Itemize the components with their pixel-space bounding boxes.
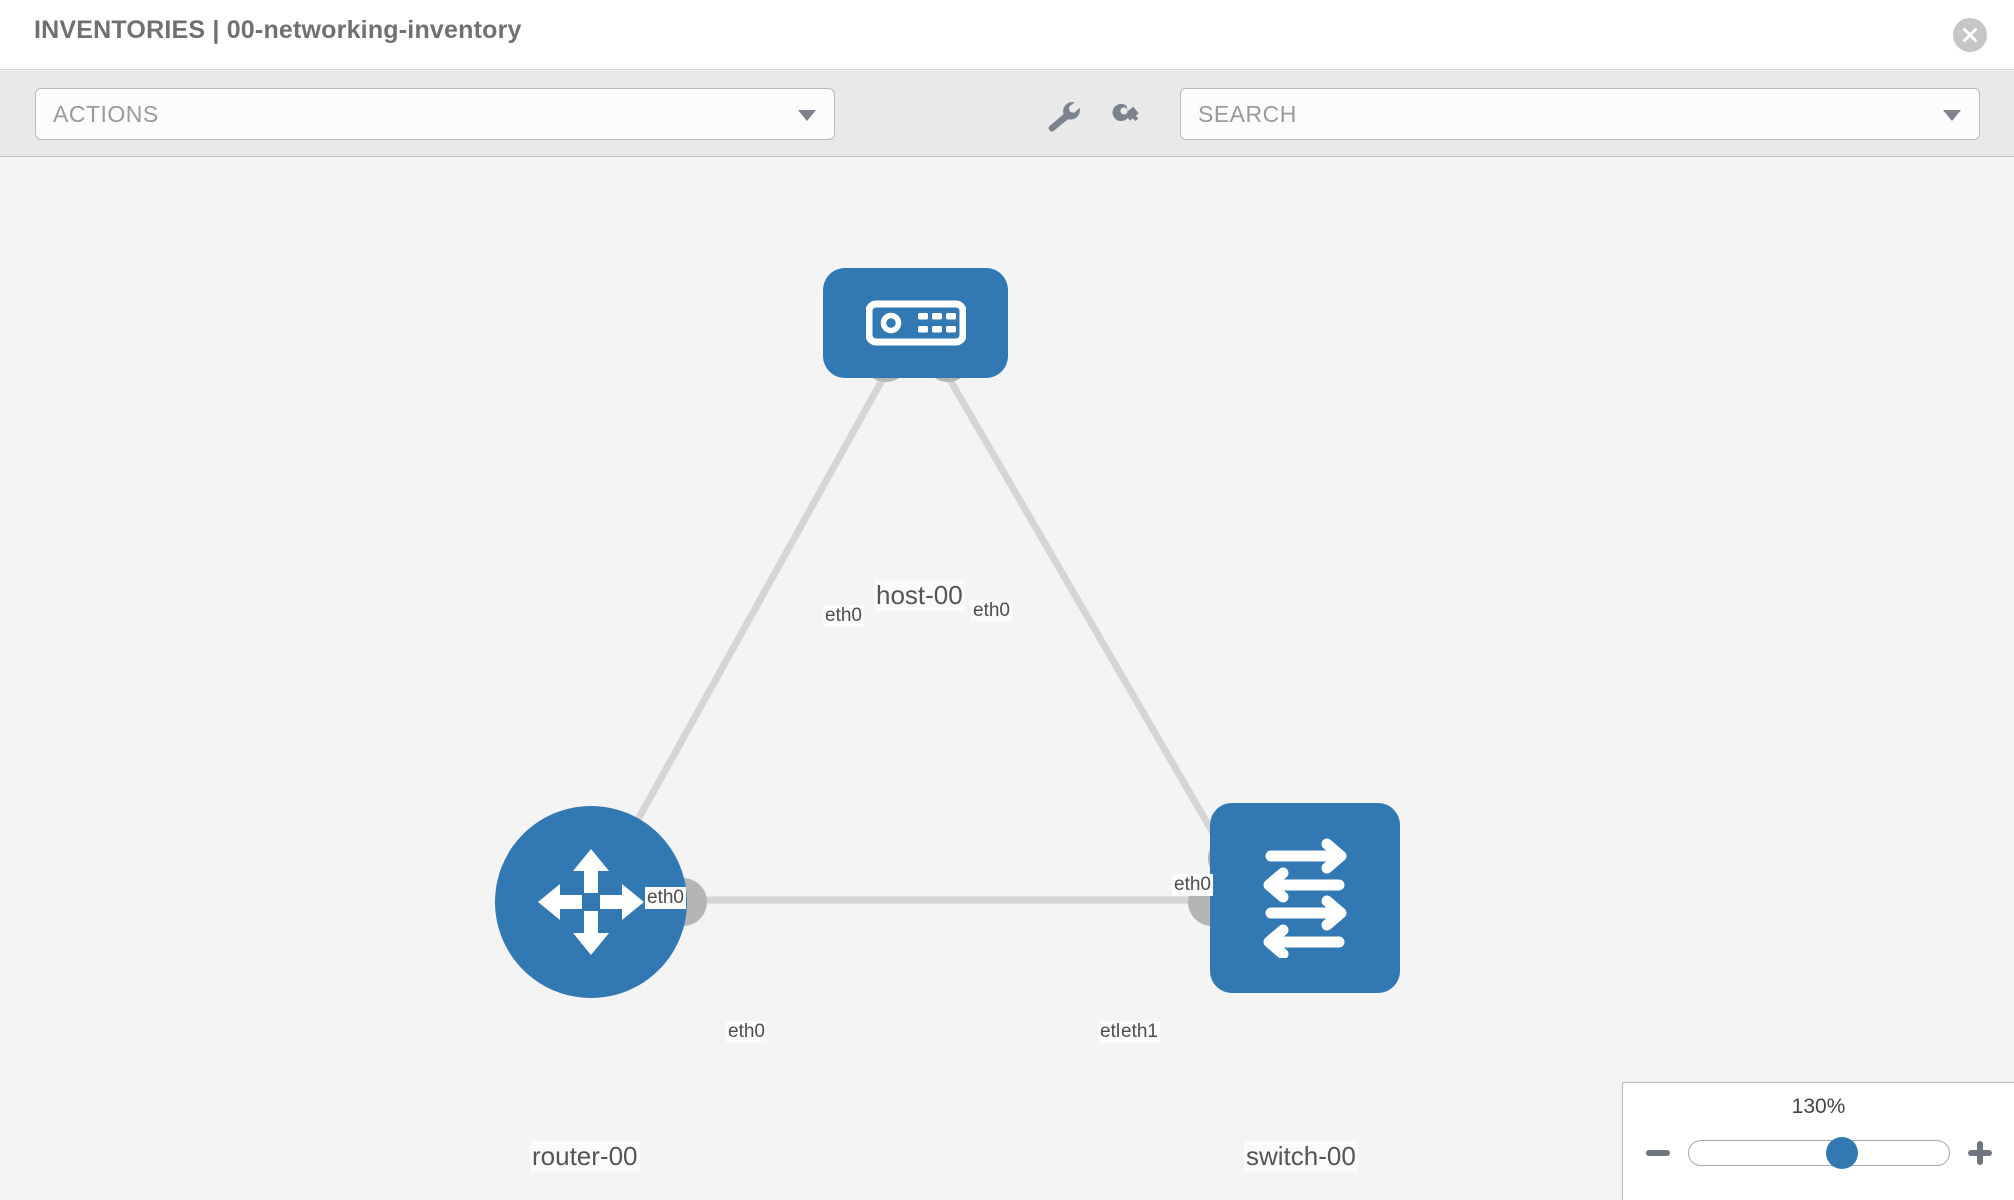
node-host-00[interactable] bbox=[823, 268, 1008, 378]
node-label-host-00: host-00 bbox=[874, 580, 965, 611]
switch-icon bbox=[1263, 838, 1347, 958]
iface-label-router-up: eth0 bbox=[645, 887, 686, 909]
window-header: INVENTORIES | 00-networking-inventory bbox=[0, 0, 2014, 70]
iface-label-host-left: eth0 bbox=[823, 605, 864, 627]
search-placeholder: SEARCH bbox=[1198, 101, 1297, 127]
zoom-panel: 130% bbox=[1622, 1082, 2014, 1200]
search-input[interactable]: SEARCH bbox=[1180, 88, 1980, 140]
actions-dropdown-label: ACTIONS bbox=[53, 101, 159, 127]
iface-label-host-right: eth0 bbox=[971, 600, 1012, 622]
zoom-slider[interactable] bbox=[1687, 1137, 1950, 1169]
topology-canvas[interactable]: host-00 router-00 switch-00 eth0 eth0 et… bbox=[0, 158, 2014, 1200]
page-title: INVENTORIES | 00-networking-inventory bbox=[34, 16, 522, 44]
zoom-out-button[interactable] bbox=[1644, 1139, 1672, 1167]
node-switch-00[interactable] bbox=[1210, 803, 1400, 993]
node-label-switch-00: switch-00 bbox=[1244, 1141, 1358, 1172]
edge-host-switch bbox=[942, 369, 1249, 892]
server-icon bbox=[865, 300, 966, 346]
actions-dropdown[interactable]: ACTIONS bbox=[35, 88, 835, 140]
node-router-00[interactable] bbox=[495, 806, 687, 998]
chevron-down-icon bbox=[798, 110, 816, 121]
close-icon[interactable] bbox=[1953, 18, 1987, 52]
iface-label-switch-left-b: eth1 bbox=[1119, 1021, 1160, 1043]
zoom-slider-thumb[interactable] bbox=[1825, 1137, 1858, 1169]
edge-router-host bbox=[596, 369, 890, 892]
ports bbox=[659, 334, 1256, 926]
iface-label-router-right: eth0 bbox=[726, 1021, 767, 1043]
key-icon[interactable] bbox=[1112, 99, 1152, 133]
wrench-icon[interactable] bbox=[1043, 99, 1083, 133]
router-icon bbox=[538, 849, 644, 955]
iface-label-switch-up: eth0 bbox=[1172, 874, 1213, 896]
zoom-level-value: 130% bbox=[1791, 1095, 1846, 1118]
zoom-in-button[interactable] bbox=[1966, 1139, 1994, 1167]
toolbar: ACTIONS SEARCH bbox=[0, 71, 2014, 157]
node-label-router-00: router-00 bbox=[530, 1141, 640, 1172]
chevron-down-icon bbox=[1943, 110, 1961, 121]
